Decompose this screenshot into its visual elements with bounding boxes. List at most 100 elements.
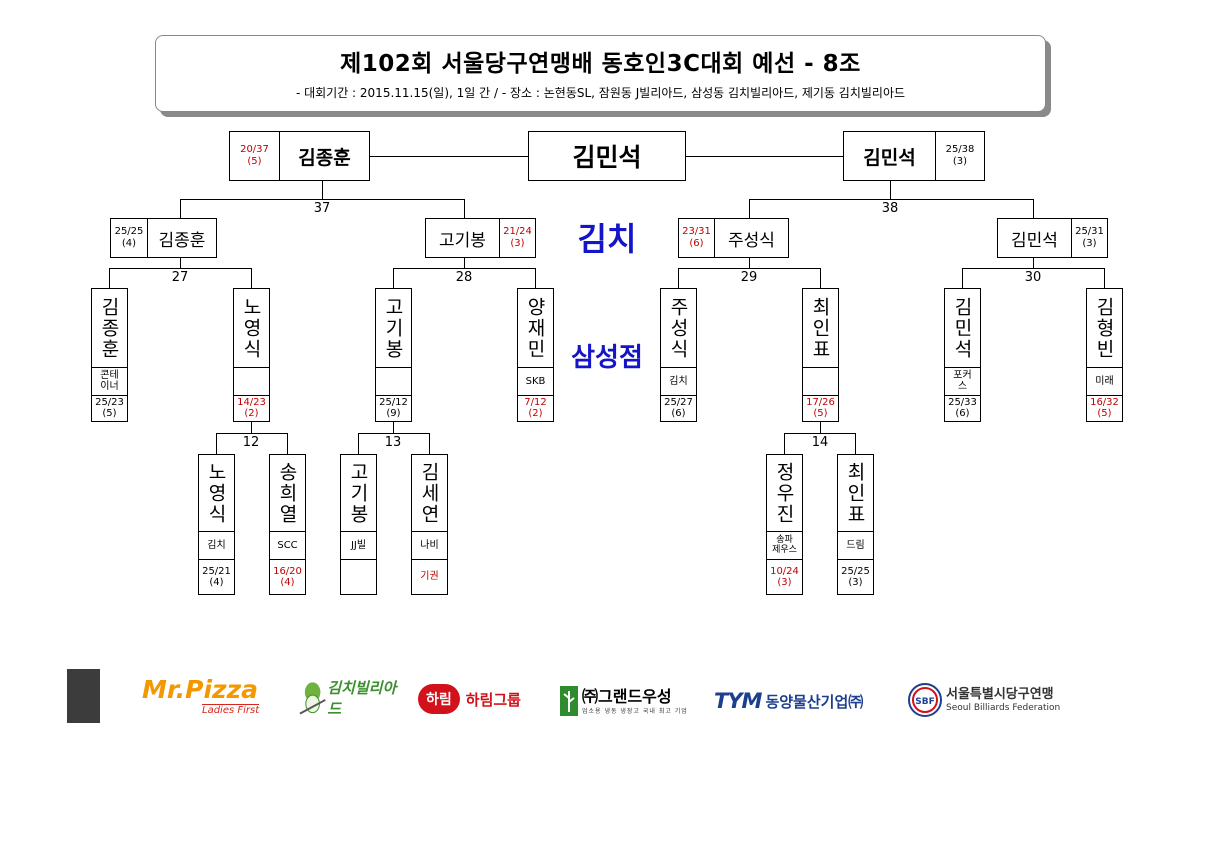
semi3-score: 23/31 (6) (678, 218, 715, 258)
page-subtitle: - 대회기간 : 2015.11.15(일), 1일 간 / - 장소 : 논현… (295, 86, 906, 100)
player-card-q5: 정우진 송파 제우스 10/24 (3) (766, 454, 803, 595)
sponsor-tym: TYM 동양물산기업㈜ (714, 686, 894, 716)
player-name: 송희열 (270, 455, 305, 532)
player-card-q1: 노영식 김치 25/21 (4) (198, 454, 235, 595)
venue-line2: 삼성점 (571, 343, 643, 373)
footer-dark-bar (67, 669, 100, 723)
match-number-29: 29 (740, 270, 758, 285)
player-name: 김종훈 (92, 289, 127, 368)
final-right-score: 25/38 (3) (935, 131, 985, 181)
player-card-p6: 최인표 17/26 (5) (802, 288, 839, 422)
player-club: 김치 (661, 367, 696, 396)
player-club: JJ빌 (341, 531, 376, 560)
sbf-emblem-icon: SBF (908, 683, 942, 717)
match-number-27: 27 (171, 270, 189, 285)
player-name: 고기봉 (341, 455, 376, 532)
sponsor-grand: ㈜그랜드우성 업소용 냉동 냉장고 국내 최고 기업 (560, 684, 700, 718)
mrpizza-tagline: Ladies First (202, 704, 260, 716)
match-number-30: 30 (1024, 270, 1042, 285)
semi4-name: 김민석 (997, 218, 1072, 258)
player-score: 17/26 (5) (806, 397, 835, 419)
player-name: 김형빈 (1087, 289, 1122, 368)
player-name: 주성식 (661, 289, 696, 368)
player-name: 고기봉 (376, 289, 411, 368)
player-card-q4: 김세연 나비 기권 (411, 454, 448, 595)
kimchi-mascot-icon (299, 682, 326, 715)
semi1-score: 25/25 (4) (110, 218, 148, 258)
kimchi-wordmark: 김치빌리아드 (327, 679, 397, 718)
grand-tagline: 업소용 냉동 냉장고 국내 최고 기업 (582, 707, 688, 715)
player-name: 양재민 (518, 289, 553, 368)
mrpizza-logo: Mr.Pizza (142, 676, 258, 704)
player-name: 김세연 (412, 455, 447, 532)
title-box: 제102회 서울당구연맹배 동호인3C대회 예선 - 8조 - 대회기간 : 2… (155, 35, 1046, 112)
player-card-p1: 김종훈 콘테 이너 25/23 (5) (91, 288, 128, 422)
player-club: 미래 (1087, 367, 1122, 396)
semi3-name: 주성식 (714, 218, 789, 258)
player-score: 25/27 (6) (664, 397, 693, 419)
player-name: 최인표 (803, 289, 838, 368)
player-score: 25/21 (4) (202, 565, 231, 588)
player-club: SKB (518, 367, 553, 396)
player-score: 7/12 (2) (524, 397, 547, 419)
player-club: 나비 (412, 531, 447, 560)
sbf-english-name: Seoul Billiards Federation (946, 703, 1061, 713)
match-number-12: 12 (242, 435, 260, 450)
player-score: 14/23 (2) (237, 397, 266, 419)
final-left-score: 20/37 (5) (229, 131, 280, 181)
player-score: 16/32 (5) (1090, 397, 1119, 419)
sbf-wordmark: 서울특별시당구연맹 (946, 687, 1054, 702)
player-card-p2: 노영식 14/23 (2) (233, 288, 270, 422)
player-score: 25/25 (3) (841, 565, 870, 588)
player-club (234, 367, 269, 396)
player-score: 25/33 (6) (948, 397, 977, 419)
player-card-p3: 고기봉 25/12 (9) (375, 288, 412, 422)
player-name: 김민석 (945, 289, 980, 368)
player-score: 16/20 (4) (273, 565, 302, 588)
player-card-q3: 고기봉 JJ빌 (340, 454, 377, 595)
player-card-p4: 양재민 SKB 7/12 (2) (517, 288, 554, 422)
semi1-name: 김종훈 (147, 218, 217, 258)
match-number-13: 13 (384, 435, 402, 450)
sponsor-sbf: SBF 서울특별시당구연맹 Seoul Billiards Federation (908, 682, 1078, 718)
player-card-p8: 김형빈 미래 16/32 (5) (1086, 288, 1123, 422)
final-right-name: 김민석 (843, 131, 936, 181)
player-name: 최인표 (838, 455, 873, 532)
player-club: 송파 제우스 (767, 531, 802, 560)
player-card-p7: 김민석 포커 스 25/33 (6) (944, 288, 981, 422)
player-name: 정우진 (767, 455, 802, 532)
player-club: 포커 스 (945, 367, 980, 396)
sbf-emblem-text: SBF (915, 697, 935, 707)
player-club (803, 367, 838, 396)
sponsor-kimchi: 김치빌리아드 (298, 678, 408, 718)
player-club (376, 367, 411, 396)
final-left-name: 김종훈 (279, 131, 370, 181)
player-score: 10/24 (3) (770, 565, 799, 588)
player-card-p5: 주성식 김치 25/27 (6) (660, 288, 697, 422)
player-score (341, 559, 376, 594)
venue-line1: 김치 (577, 220, 637, 258)
player-card-q6: 최인표 드림 25/25 (3) (837, 454, 874, 595)
grand-wordmark: ㈜그랜드우성 (582, 686, 672, 706)
mrpizza-wordmark: Mr.Pizza (142, 675, 259, 704)
player-score: 25/12 (9) (379, 397, 408, 419)
semi2-name: 고기봉 (425, 218, 500, 258)
player-name: 노영식 (199, 455, 234, 532)
sponsor-harim: 하림 하림그룹 (418, 683, 540, 715)
match-number-37: 37 (313, 201, 331, 216)
match-number-28: 28 (455, 270, 473, 285)
player-name: 노영식 (234, 289, 269, 368)
tym-wordmark: 동양물산기업㈜ (765, 692, 864, 711)
tym-logo-icon: TYM (714, 689, 762, 713)
player-club: 드림 (838, 531, 873, 560)
player-card-q2: 송희열 SCC 16/20 (4) (269, 454, 306, 595)
player-club: 콘테 이너 (92, 367, 127, 396)
page-title: 제102회 서울당구연맹배 동호인3C대회 예선 - 8조 (340, 51, 861, 77)
player-club: SCC (270, 531, 305, 560)
winner-name: 김민석 (528, 131, 686, 181)
player-score: 25/23 (5) (95, 397, 124, 419)
semi2-score: 21/24 (3) (499, 218, 536, 258)
harim-badge-icon: 하림 (418, 684, 460, 714)
sponsor-mrpizza: Mr.Pizza Ladies First (142, 676, 272, 722)
harim-wordmark: 하림그룹 (465, 690, 521, 709)
